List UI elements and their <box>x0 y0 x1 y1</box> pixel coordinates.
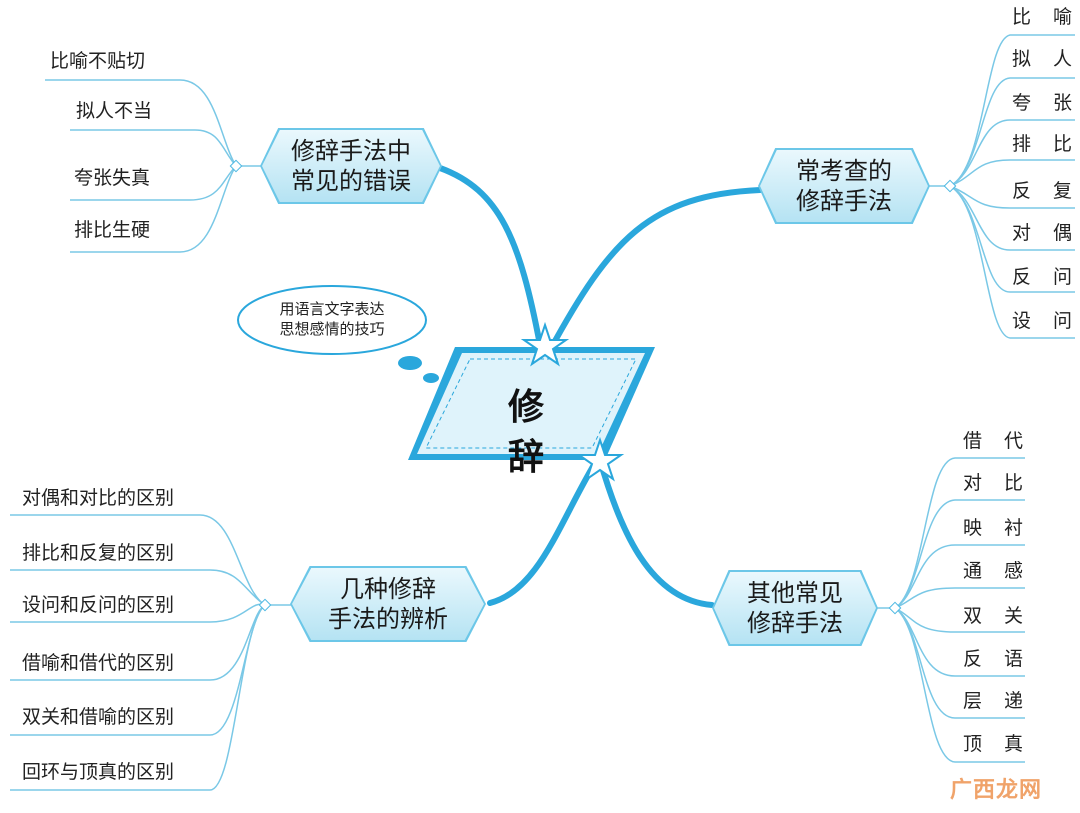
junction-bottom-left <box>258 598 272 612</box>
leaf-top-right-2: 夸 张 <box>1012 92 1080 114</box>
branch-top-left-label: 修辞手法中 常见的错误 <box>291 137 411 195</box>
leaf-bottom-left-4: 双关和借喻的区别 <box>22 706 175 728</box>
leaf-top-right-3: 排 比 <box>1012 133 1080 155</box>
branch-bottom-right-label: 其他常见 修辞手法 <box>747 579 843 637</box>
center-parallelogram-inner <box>417 353 645 454</box>
leaf-top-right-5: 对 偶 <box>1012 222 1080 244</box>
leaf-top-left-3: 排比生硬 <box>74 219 151 241</box>
callout-dot-large <box>398 356 422 370</box>
center-title: 修 辞 <box>507 386 568 478</box>
branch-top-right-label: 常考查的 修辞手法 <box>796 157 892 215</box>
branch-top-right: 常考查的 修辞手法 <box>758 148 930 224</box>
watermark: 广西龙网 <box>950 778 1043 803</box>
branch-top-left: 修辞手法中 常见的错误 <box>260 128 442 204</box>
center-parallelogram-dash <box>425 358 637 449</box>
callout-bubble <box>237 285 427 355</box>
leaf-bottom-left-3: 借喻和借代的区别 <box>22 652 175 674</box>
leaf-bottom-right-6: 层 递 <box>963 690 1032 712</box>
callout-dot-small <box>423 373 439 383</box>
leaf-bottom-left-2: 设问和反问的区别 <box>22 594 175 616</box>
leaf-bottom-right-2: 映 衬 <box>963 517 1032 539</box>
leaf-top-right-1: 拟 人 <box>1012 48 1080 70</box>
star-icon-bottom <box>575 436 625 482</box>
junction-top-left <box>229 159 243 173</box>
leaf-top-right-6: 反 问 <box>1012 266 1080 288</box>
leaf-top-right-4: 反 复 <box>1012 180 1080 202</box>
connector-bottom-right <box>597 457 715 608</box>
leaf-top-right-7: 设 问 <box>1012 310 1080 332</box>
connector-top-right <box>547 187 763 353</box>
star-icon-top <box>520 321 570 367</box>
top-right-leaf-lines <box>928 34 1075 339</box>
leaf-bottom-left-0: 对偶和对比的区别 <box>22 487 175 509</box>
leaf-bottom-right-3: 通 感 <box>963 560 1032 582</box>
leaf-top-left-2: 夸张失真 <box>74 167 151 189</box>
connector-top-left <box>437 165 543 348</box>
callout-text: 用语言文字表达 思想感情的技巧 <box>279 300 385 338</box>
leaf-top-left-1: 拟人不当 <box>76 100 153 122</box>
connector-bottom-left <box>487 455 601 606</box>
leaf-bottom-right-7: 顶 真 <box>963 733 1032 755</box>
leaf-bottom-left-5: 回环与顶真的区别 <box>22 761 175 783</box>
junction-bottom-right <box>888 601 902 615</box>
top-left-leaf-lines <box>45 79 262 253</box>
junction-top-right <box>943 179 957 193</box>
leaf-bottom-right-5: 反 语 <box>963 648 1032 670</box>
branch-bottom-left: 几种修辞 手法的辨析 <box>290 566 486 642</box>
leaf-top-left-0: 比喻不贴切 <box>50 50 146 72</box>
leaf-bottom-left-1: 排比和反复的区别 <box>22 542 175 564</box>
bottom-right-leaf-lines <box>875 457 1025 763</box>
leaf-bottom-right-4: 双 关 <box>963 605 1032 627</box>
leaf-bottom-right-1: 对 比 <box>963 472 1032 494</box>
branch-bottom-left-label: 几种修辞 手法的辨析 <box>328 575 448 633</box>
leaf-top-right-0: 比 喻 <box>1012 6 1080 28</box>
branch-bottom-right: 其他常见 修辞手法 <box>712 570 878 646</box>
leaf-bottom-right-0: 借 代 <box>963 430 1032 452</box>
